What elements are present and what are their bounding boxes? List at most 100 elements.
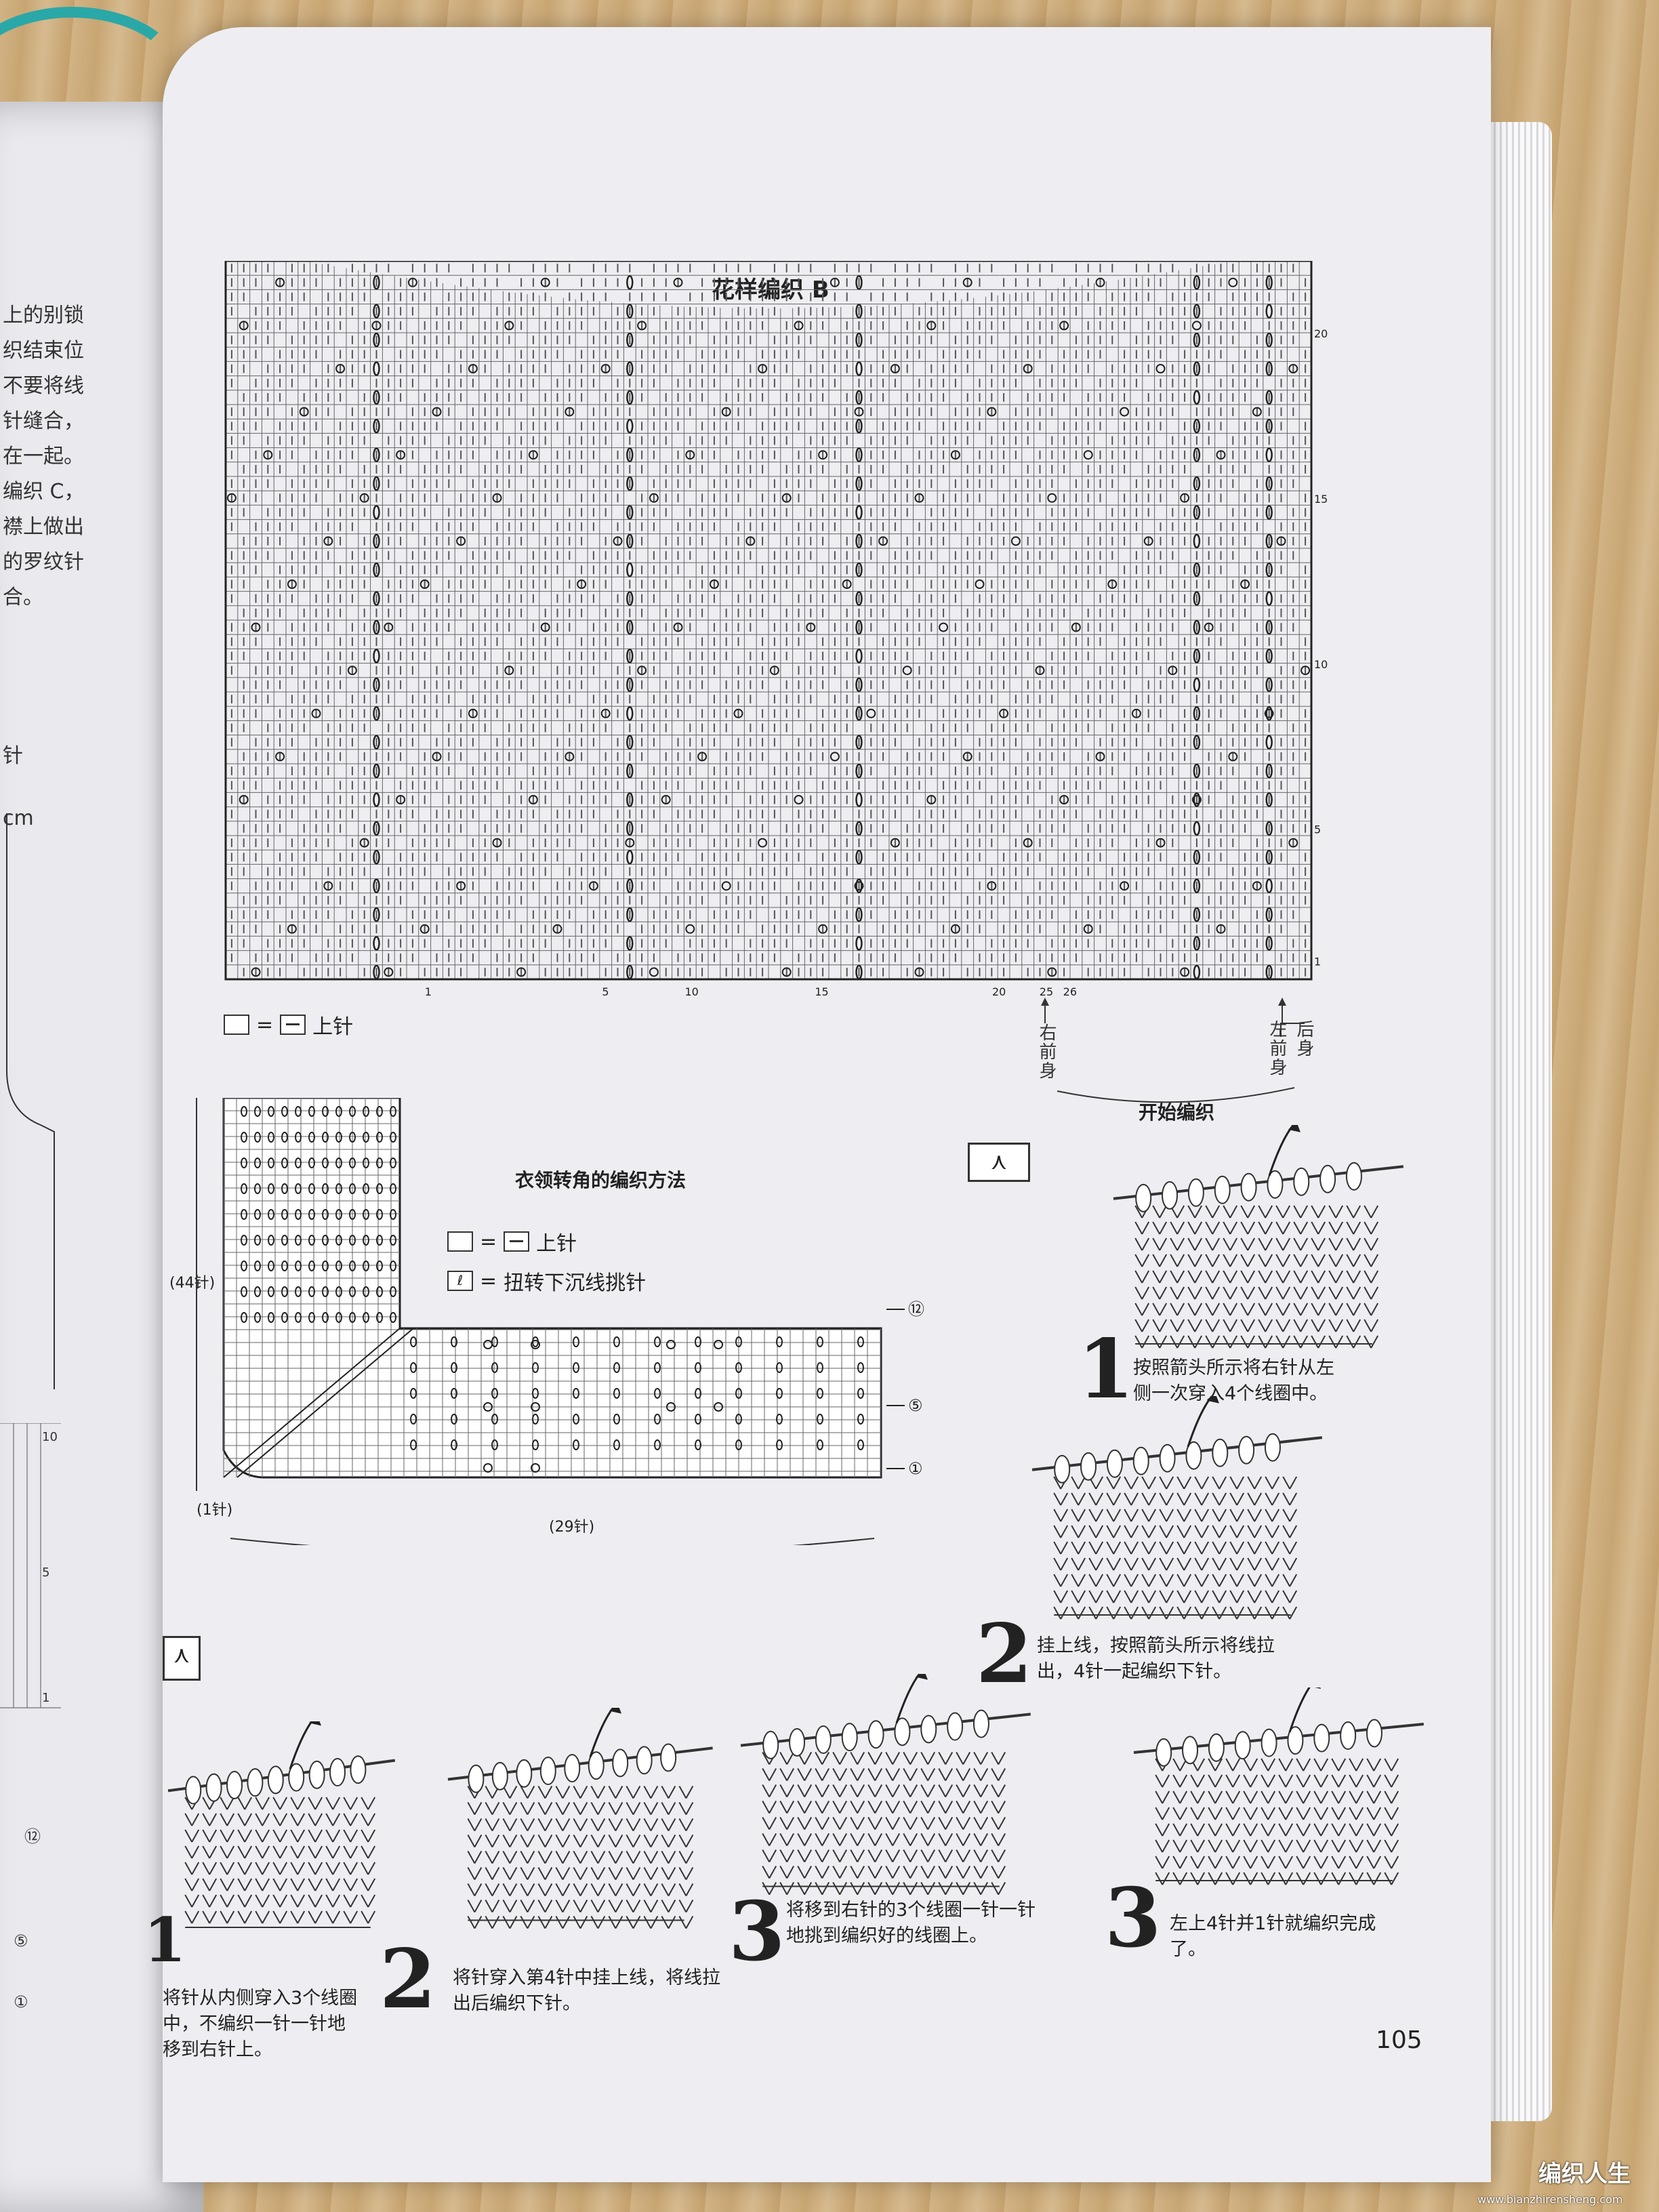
- right-step-number: 2: [976, 1606, 1033, 1702]
- knit-illustration-right-3: [1133, 1687, 1424, 1885]
- arrow-head-icon: [1315, 1687, 1321, 1689]
- right-step-text: 挂上线，按照箭头所示将线拉出，4针一起编织下针。: [1037, 1635, 1275, 1682]
- dash-square-icon: [504, 1231, 530, 1252]
- blank-square-icon: [447, 1231, 473, 1252]
- needle-loops: [1135, 1162, 1362, 1212]
- row-number-label: 1: [1314, 956, 1321, 968]
- left-row-marker: ①: [14, 1992, 28, 2011]
- collar-legend-purl-label: 上针: [536, 1232, 577, 1256]
- knit-swatch: [1053, 1476, 1298, 1620]
- column-number-label: 26: [1063, 985, 1077, 998]
- column-number-label: 25: [1040, 985, 1053, 998]
- start-knitting-label: 开始编织: [1139, 1101, 1215, 1124]
- chart-title: 花样编织 B: [712, 276, 830, 304]
- watermark-logo: 编织人生: [1538, 2160, 1631, 2188]
- knit-swatch: [1134, 1205, 1379, 1349]
- arrow-icon: [1288, 1687, 1311, 1733]
- left-text-line: 上的别锁: [3, 304, 84, 327]
- chart-border: [224, 261, 1313, 981]
- collar-dimension-label: (29针): [549, 1519, 594, 1536]
- needle-loops: [1054, 1433, 1281, 1483]
- arrow-icon: [1187, 1396, 1214, 1448]
- right-step-number: 1: [1078, 1322, 1134, 1417]
- left-text-line: 针: [3, 744, 23, 768]
- decrease-symbol-box-right: ⋏: [968, 1143, 1030, 1182]
- left-step-number: 2: [380, 1931, 436, 2027]
- left-row-number: 10: [42, 1430, 58, 1444]
- blank-square-icon: [224, 1015, 249, 1035]
- column-number-label: 1: [425, 985, 432, 998]
- width-bracket: [230, 1538, 875, 1545]
- arrow-icon: [289, 1721, 313, 1769]
- dash-square-icon: [280, 1015, 306, 1035]
- collar-row-marker: ①: [908, 1459, 923, 1478]
- needle-loops: [762, 1709, 989, 1759]
- left-row-number: 5: [42, 1565, 50, 1580]
- left-text-line: 针缝合，: [3, 409, 84, 433]
- arrow-head-icon: [1288, 1125, 1300, 1132]
- left-row-marker: ⑤: [14, 1931, 28, 1950]
- left-diagram-fragment: [6, 813, 55, 1389]
- left-step-number: 1: [144, 1904, 186, 1976]
- yarn-over-marks: [226, 277, 1311, 977]
- row-number-label: 5: [1314, 823, 1321, 836]
- collar-legend-purl: = 上针: [447, 1227, 577, 1256]
- purl-marks: [230, 264, 1307, 977]
- left-text-line: 合。: [3, 586, 43, 609]
- left-text-line: 襟上做出: [3, 515, 84, 539]
- twisted-stitch-icon: ℓ: [447, 1271, 473, 1291]
- arrow-head-icon: [1207, 1396, 1219, 1404]
- collar-twisted-marks: [241, 1106, 864, 1450]
- collar-diagonal: [223, 1328, 401, 1478]
- row-number-label: 10: [1314, 658, 1328, 671]
- start-bracket: [1041, 998, 1305, 1103]
- page-number: 105: [1376, 2026, 1422, 2054]
- left-text-line: cm: [3, 806, 34, 830]
- left-text-line: 在一起。: [3, 445, 84, 468]
- collar-dimension-label: (1针): [197, 1502, 232, 1519]
- arrow-head-icon: [309, 1721, 321, 1726]
- label-right-front: 右前身: [1036, 1023, 1057, 1080]
- left-row-number: 1: [42, 1691, 50, 1705]
- arrow-icon: [1268, 1125, 1295, 1176]
- column-number-label: 20: [992, 985, 1006, 998]
- collar-outline: [222, 1098, 882, 1479]
- label-back: 后身: [1294, 1020, 1314, 1058]
- arrow-head-icon: [916, 1674, 928, 1680]
- label-left-front: 左前身: [1267, 1020, 1287, 1077]
- collar-diagonal: [237, 1328, 414, 1478]
- left-grid-fragment: [0, 1423, 61, 1708]
- column-number-label: 5: [602, 985, 609, 998]
- collar-grid: [223, 1098, 881, 1477]
- knit-illustration-left-3: [740, 1674, 1031, 1895]
- column-number-label: 10: [684, 985, 698, 998]
- needle-loops: [1155, 1719, 1382, 1767]
- left-text-line: 的罗纹针: [3, 550, 84, 574]
- left-step-text: 将针从内侧穿入3个线圈中，不编织一针一针地移到右针上。: [163, 1988, 358, 2060]
- collar-legend-twist: ℓ = 扭转下沉线挑针: [447, 1266, 646, 1296]
- knit-swatch: [184, 1797, 376, 1928]
- pattern-chart-b: 15101520253035262520151051: [224, 261, 1328, 998]
- arrow-head-icon: [609, 1708, 621, 1714]
- knit-illustration-right-2: [1031, 1396, 1323, 1620]
- collar-row-marker: ⑤: [908, 1396, 923, 1415]
- collar-section-title: 衣领转角的编织方法: [515, 1169, 687, 1191]
- arrow-icon: [895, 1674, 921, 1724]
- left-text-line: 不要将线: [3, 374, 84, 398]
- collar-yarn-over-marks: [483, 1340, 723, 1473]
- left-step-text: 将针穿入第4针中挂上线，将线拉出后编织下针。: [453, 1967, 721, 2014]
- row-number-label: 20: [1314, 327, 1328, 340]
- decrease-symbol-box-left: ⋏: [163, 1636, 201, 1681]
- watermark-url: www.bianzhirensheng.com: [1477, 2193, 1623, 2206]
- collar-dimension-label: (44针): [169, 1275, 215, 1292]
- legend-purl-label: 上针: [312, 1015, 354, 1039]
- twisted-stitch-columns: [373, 275, 1273, 980]
- row-number-label: 15: [1314, 493, 1328, 506]
- left-step-text: 将移到右针的3个线圈一针一针地挑到编织好的线圈上。: [786, 1900, 1036, 1946]
- knit-illustration-left-2: [447, 1708, 713, 1929]
- knit-swatch: [1155, 1758, 1399, 1885]
- right-step-text: 左上4针并1针就编织完成了。: [1170, 1913, 1376, 1960]
- left-text-line: 编织 C，: [3, 480, 85, 504]
- needle-loops: [185, 1755, 367, 1805]
